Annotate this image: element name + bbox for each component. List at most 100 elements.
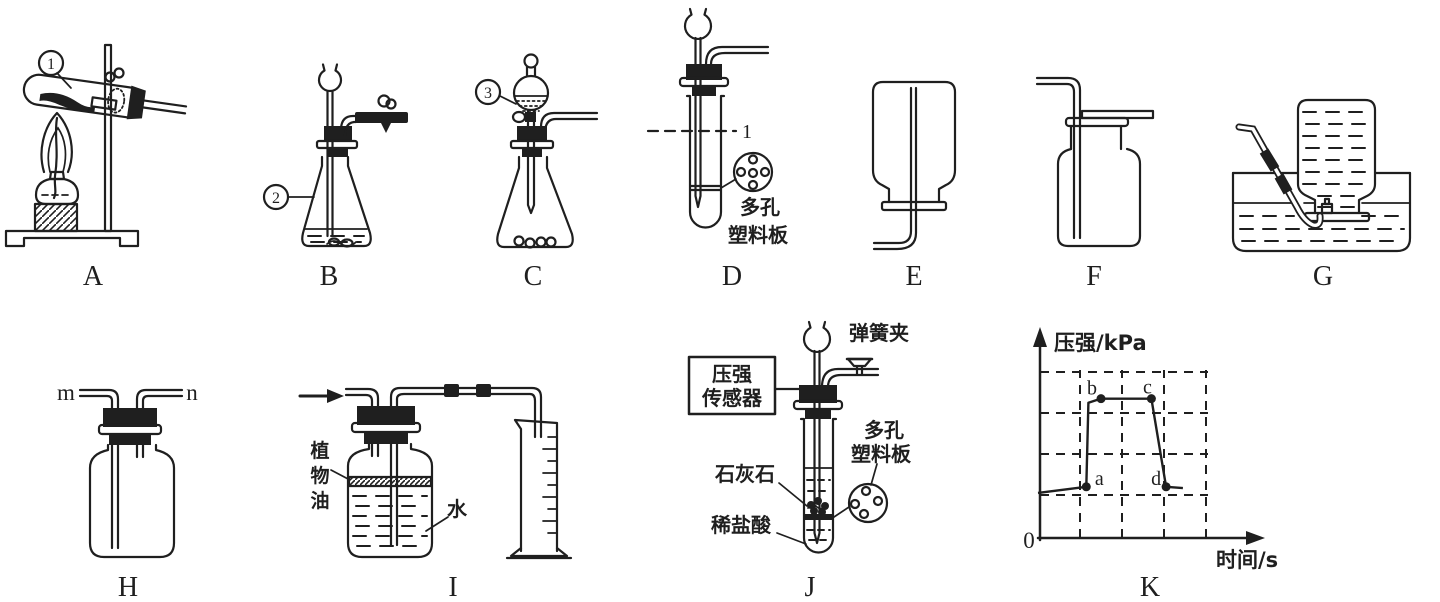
data-point-b [1096,394,1106,404]
point-label-b: b [1087,378,1097,400]
water-label: 水 [447,497,468,521]
spring-clamp-label: 弹簧夹 [849,321,909,345]
limestone-label: 石灰石 [714,462,775,486]
stand-clamp [90,67,125,111]
long-inner-tube [110,442,120,550]
stopper [126,85,146,120]
porous-plate-callout [720,151,774,193]
y-axis-arrow [1033,327,1047,347]
label-C: C [524,261,543,292]
porous-plate [804,514,833,520]
apparatus-e-inverted-gas-bottle: E [871,80,957,292]
y-axis-label: 压强/kPa [1054,331,1147,355]
apparatus-a-solid-heating-setup: 1 A [4,43,188,292]
inlet-tube [344,387,380,409]
delivery-tube [539,111,599,135]
label-E: E [905,261,922,292]
pressure-sensor-box [687,355,777,416]
large-test-tube [685,94,726,229]
flame [40,111,73,174]
x-axis-arrow [1246,531,1265,545]
wick [52,116,59,200]
stopper [517,126,547,142]
stopper [686,64,722,80]
bottle-mouth-lip [880,200,948,212]
oil-label-char3: 油 [310,490,329,512]
delivery-tube [1035,76,1082,240]
stopper [357,406,415,425]
porous-plate-label-line1: 多孔 [864,418,904,442]
iron-stand-base [4,229,140,248]
point-label-d: d [1151,468,1161,490]
porous-plate-label-line2: 塑料板 [851,442,912,466]
acid-label: 稀盐酸 [711,513,772,537]
thistle-funnel [317,63,343,238]
data-point-c [1146,394,1156,404]
delivery-tube [1235,123,1324,229]
stopcock-valve [355,94,408,133]
port-n-label: n [186,380,198,405]
label-G: G [1313,261,1333,292]
side-delivery-tube [339,114,358,138]
tube-n [135,388,184,412]
funnel-liquid [516,100,546,112]
conical-flask [301,155,372,248]
porous-plate-label-line1: 多孔 [740,195,780,219]
delivery-tube [142,99,188,115]
callout-circled-3: 3 [474,78,517,106]
label-H: H [118,572,138,602]
apparatus-b-flask-thistle-funnel: 2 B [262,63,408,292]
apparatus-i-gas-volume-measurement: 植 物 油 水 I [298,384,573,602]
data-point-a [1081,482,1091,492]
oil-label-char1: 植 [310,439,329,462]
gas-bottle [871,80,957,204]
rubber-connector [444,384,459,397]
callout-2-digit: 2 [272,190,280,207]
vegetable-oil-layer [347,475,433,488]
bottle-neck [1069,124,1123,151]
origin-label: 0 [1023,528,1035,553]
conical-flask [496,155,574,249]
gas-inlet-arrow [298,389,344,403]
label-A: A [83,261,104,292]
alcohol-lamp [33,111,80,233]
apparatus-d-test-tube-porous-plate: 1 多孔 塑料板 D [646,7,789,292]
apparatus-h-gas-washing-bottle: m n H [57,380,198,602]
bottle [346,442,434,559]
funnel-stopper-knob [523,53,539,69]
level-mark-1: 1 [742,121,752,143]
inverted-bottle [1296,98,1377,215]
bottle [88,443,176,559]
lamp-stand-block [33,202,79,233]
apparatus-g-water-displacement: G [1231,98,1412,292]
label-K: K [1140,572,1160,602]
apparatus-j-pressure-sensor-setup: 压强 传感器 弹簧夹 石灰石 稀盐酸 多孔 塑料板 [687,320,912,602]
dropping-funnel [511,53,550,215]
short-inner-tube [370,440,380,458]
graduation-ticks [542,436,558,534]
liquid-and-solid [304,228,368,248]
x-axis-label: 时间/s [1216,548,1278,572]
dilute-acid [806,479,831,541]
oil-label-char2: 物 [310,464,329,487]
water-in-bottle [1302,111,1371,208]
water-trough [1231,171,1412,253]
apparatus-c-flask-dropping-funnel: 3 C [474,53,599,292]
label-B: B [320,261,339,292]
spring-clamp-valve [845,357,874,376]
porous-plate-label-line2: 塑料板 [728,223,789,247]
short-inner-tube [135,442,145,459]
callout-1-digit: 1 [47,56,55,73]
delivery-tube [872,86,918,251]
sensor-label-line1: 压强 [712,362,752,386]
callout-3-digit: 3 [484,85,492,102]
bottle-mouth-lip [1303,211,1371,223]
test-tube [799,417,838,554]
tube-m [78,388,120,412]
label-I: I [448,572,457,602]
test-tube [22,73,188,120]
point-label-c: c [1143,377,1152,399]
